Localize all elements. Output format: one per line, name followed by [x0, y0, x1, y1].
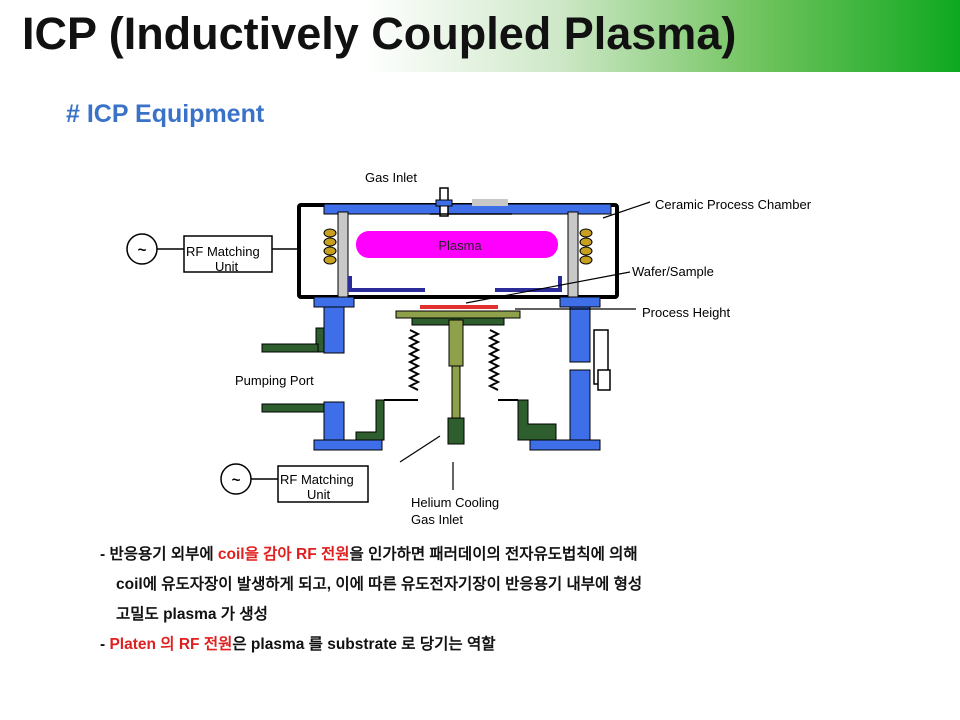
rf1-line2: Unit [215, 259, 239, 274]
chamber-right-liner [567, 211, 579, 299]
right-coil [579, 228, 593, 265]
chamber-base-left [313, 296, 355, 308]
bullet-2: - Platen 의 RF 전원은 plasma 를 substrate 로 당… [100, 636, 496, 653]
left-bellows [407, 329, 421, 391]
right-column-lower [569, 369, 591, 443]
lower-support-left [355, 399, 385, 441]
title-bar [0, 0, 960, 72]
platen-top [395, 310, 521, 319]
bullet-1-line-3: 고밀도 plasma 가 생성 [116, 606, 268, 623]
bullet-1-line-2: coil에 유도자장이 발생하게 되고, 이에 따른 유도전자기장이 반응용기 … [116, 576, 643, 593]
rf1-line1: RF Matching [186, 244, 260, 259]
right-column [569, 306, 591, 363]
icp-equipment-diagram: Plasma ~ RF Matching Unit ~ RF Match [126, 170, 812, 527]
right-base [529, 439, 601, 451]
viewport-window [472, 199, 508, 206]
left-pump-flange [315, 327, 325, 353]
left-pipe-lower [261, 403, 325, 413]
rf-matching-unit-2 [277, 465, 369, 503]
helium-label-line2: Gas Inlet [411, 512, 463, 527]
lower-support-right [517, 399, 557, 441]
left-column-lower [323, 401, 345, 443]
ceramic-chamber-label: Ceramic Process Chamber [655, 197, 812, 212]
helium-fitting [447, 417, 465, 445]
right-bellows [487, 329, 501, 391]
plasma-region [356, 231, 558, 258]
chamber-left-liner [337, 211, 349, 299]
right-valve-knob [597, 369, 611, 391]
rf2-line2: Unit [307, 487, 331, 502]
left-coil [323, 228, 337, 265]
rf-source-1-symbol: ~ [138, 242, 147, 259]
description-bullets: - 반응용기 외부에 coil을 감아 RF 전원을 인가하면 패러데이의 전자… [100, 540, 642, 660]
left-column [323, 306, 345, 354]
section-subtitle: # ICP Equipment [66, 100, 265, 128]
helium-tube [451, 365, 461, 419]
helium-label-line1: Helium Cooling [411, 495, 499, 510]
left-pipe-upper [261, 343, 319, 353]
page-title: ICP (Inductively Coupled Plasma) [22, 8, 737, 59]
pumping-port-label: Pumping Port [235, 373, 314, 388]
wafer-sample [420, 305, 498, 309]
rf-matching-unit-1 [183, 235, 273, 273]
chamber-base-right [559, 296, 601, 308]
wafer-label: Wafer/Sample [632, 264, 714, 279]
helium-shaft [448, 319, 464, 367]
bullet-1-line-1: - 반응용기 외부에 coil을 감아 RF 전원을 인가하면 패러데이의 전자… [100, 546, 638, 563]
process-height-label: Process Height [642, 305, 731, 320]
rf-source-2-symbol: ~ [232, 472, 241, 489]
left-base [313, 439, 383, 451]
gas-inlet-label: Gas Inlet [365, 170, 417, 185]
rf2-line1: RF Matching [280, 472, 354, 487]
plasma-label: Plasma [438, 238, 482, 253]
inner-bowl [348, 276, 562, 292]
gas-inlet-cap [435, 199, 453, 207]
